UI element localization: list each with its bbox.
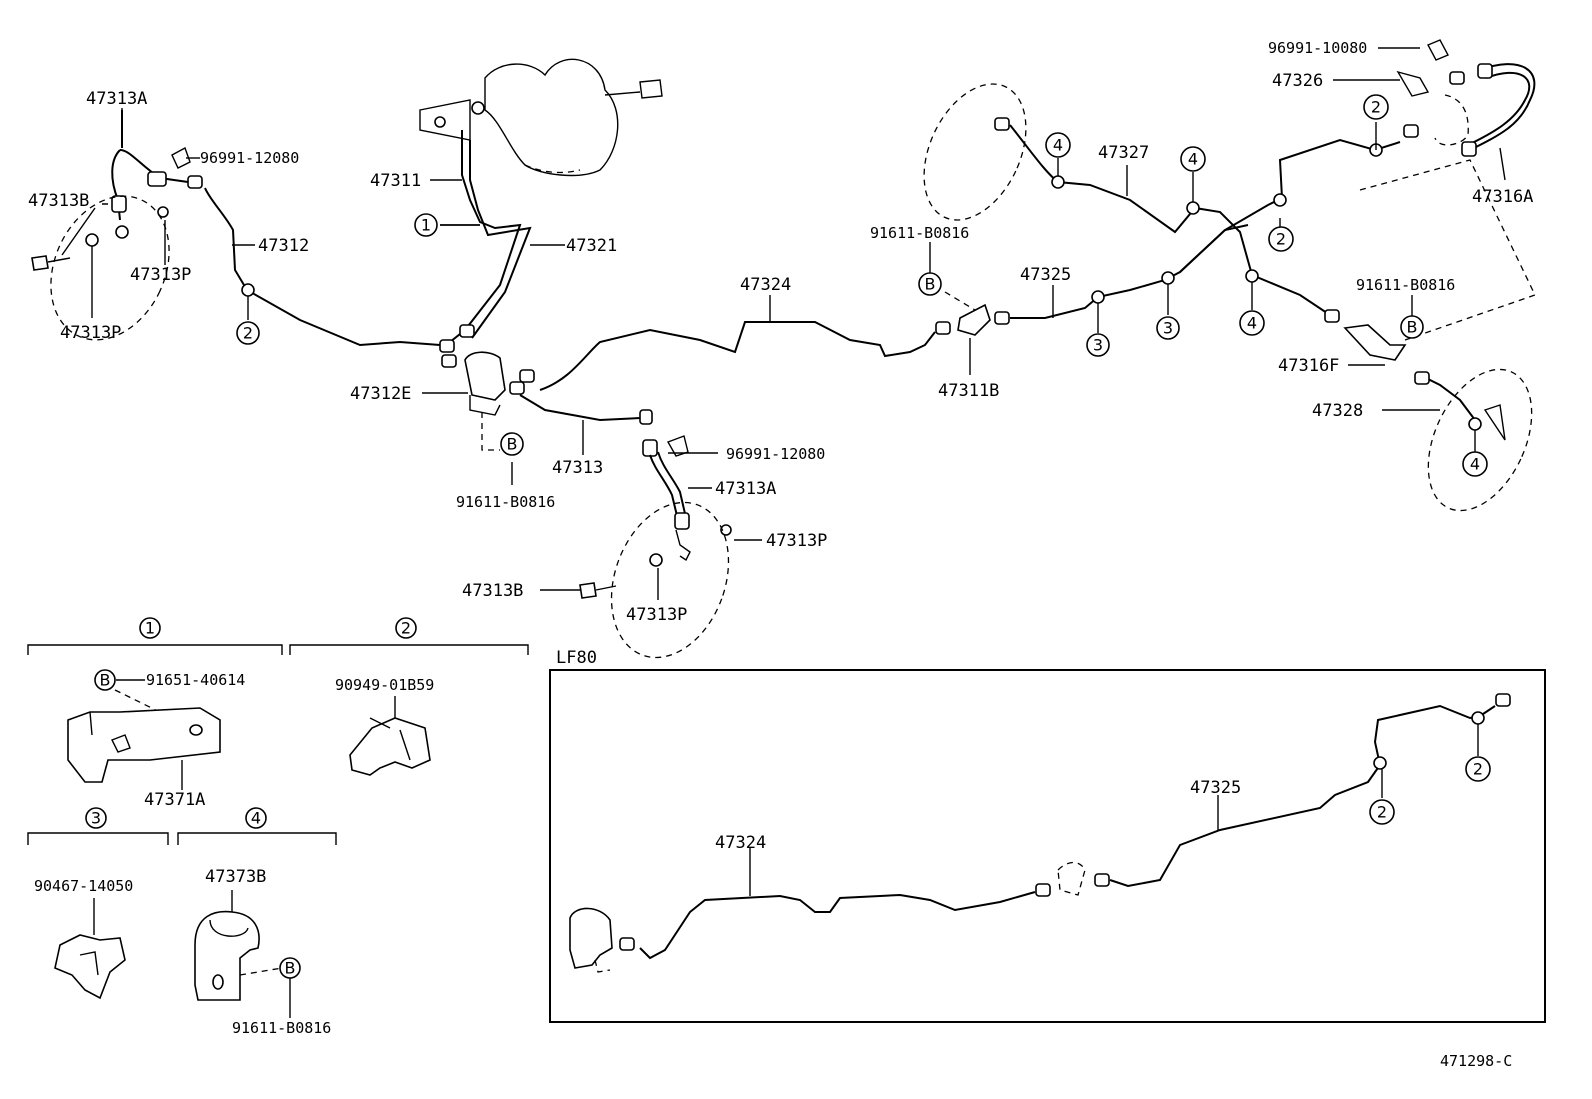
group-3-part: 90467-14050 — [34, 877, 133, 895]
label-47313B-center: 47313B — [462, 581, 523, 601]
callout-4-c: 4 — [1247, 314, 1257, 333]
inset-callout-2-b: 2 — [1473, 760, 1483, 779]
group-3-number: 3 — [91, 809, 101, 828]
rear-hose-assembly — [1324, 39, 1536, 512]
inset-label-47324: 47324 — [715, 833, 766, 853]
label-47326: 47326 — [1272, 71, 1323, 91]
label-47313P-center-a: 47313P — [766, 531, 827, 551]
label-47313P-center-b: 47313P — [626, 605, 687, 625]
label-47313P-left-a: 47313P — [130, 265, 191, 285]
detail-group-2: 2 90949-01B59 — [289, 617, 529, 776]
label-47316A: 47316A — [1472, 187, 1533, 207]
callout-1: 1 — [421, 216, 431, 235]
callout-2-right: 2 — [1276, 230, 1286, 249]
circled-callouts: 1 2 B B 4 4 2 2 4 3 3 B 4 — [236, 94, 1488, 477]
junction-points — [241, 143, 1482, 431]
label-47312E: 47312E — [350, 384, 411, 404]
label-47313A-center: 47313A — [715, 479, 776, 499]
label-47325: 47325 — [1020, 265, 1071, 285]
group-1-number: 1 — [145, 619, 155, 638]
label-47313B-left: 47313B — [28, 191, 89, 211]
group-2-number: 2 — [401, 619, 411, 638]
inset-title: LF80 — [556, 648, 597, 668]
label-96991-12080-left: 96991-12080 — [200, 149, 299, 167]
label-91611-B0816-center: 91611-B0816 — [456, 493, 555, 511]
callout-4-d: 4 — [1470, 455, 1480, 474]
label-47316F: 47316F — [1278, 356, 1339, 376]
inset-callout-2-a: 2 — [1377, 803, 1387, 822]
group-2-part: 90949-01B59 — [335, 676, 434, 694]
label-91611-B0816-right: 91611-B0816 — [1356, 276, 1455, 294]
callout-b-right: B — [1407, 318, 1418, 337]
leader-lines — [61, 47, 1506, 600]
label-47327: 47327 — [1098, 143, 1149, 163]
label-47313P-left-b: 47313P — [60, 323, 121, 343]
label-47312: 47312 — [258, 236, 309, 256]
group-4-bolt: 91611-B0816 — [232, 1019, 331, 1037]
label-91611-B0816-mid: 91611-B0816 — [870, 224, 969, 242]
callout-b-mid: B — [925, 275, 936, 294]
wheel-outline-upper — [923, 83, 1027, 221]
proportioning-valve — [439, 324, 535, 451]
callout-3-b: 3 — [1163, 319, 1173, 338]
inset-label-47325: 47325 — [1190, 778, 1241, 798]
group-4-number: 4 — [251, 809, 261, 828]
callout-2-top-right: 2 — [1371, 98, 1381, 117]
group-1-b-callout: B — [100, 671, 111, 690]
callout-4-a: 4 — [1053, 136, 1063, 155]
center-rear-brake-hose — [579, 409, 732, 659]
label-96991-10080: 96991-10080 — [1268, 39, 1367, 57]
callout-2-left: 2 — [243, 324, 253, 343]
group-4-b-callout: B — [285, 959, 296, 978]
group-1-part: 47371A — [144, 790, 205, 810]
detail-group-1: 1 B 91651-40614 47371A — [27, 617, 283, 810]
detail-group-3: 3 90467-14050 — [27, 807, 169, 1000]
label-47321: 47321 — [566, 236, 617, 256]
label-47313: 47313 — [552, 458, 603, 478]
callout-4-b: 4 — [1188, 150, 1198, 169]
left-front-brake-hose — [31, 110, 203, 341]
part-labels: 47313A 96991-12080 47313B 47312 47313P 4… — [28, 39, 1533, 625]
detail-group-4: 4 47373B B 91611-B0816 — [177, 807, 337, 1037]
label-47311B: 47311B — [938, 381, 999, 401]
callout-b-center: B — [507, 435, 518, 454]
group-4-part: 47373B — [205, 867, 266, 887]
label-96991-12080-center: 96991-12080 — [726, 445, 825, 463]
callout-3-a: 3 — [1093, 336, 1103, 355]
label-47324: 47324 — [740, 275, 791, 295]
label-47311: 47311 — [370, 171, 421, 191]
brake-booster — [419, 58, 663, 177]
diagram-code: 471298-C — [1440, 1052, 1512, 1070]
group-1-bolt: 91651-40614 — [146, 671, 245, 689]
label-47328: 47328 — [1312, 401, 1363, 421]
lf80-inset: LF80 47324 47325 2 2 — [549, 648, 1546, 1023]
mid-bracket — [935, 291, 1010, 336]
label-47313A-left: 47313A — [86, 89, 147, 109]
